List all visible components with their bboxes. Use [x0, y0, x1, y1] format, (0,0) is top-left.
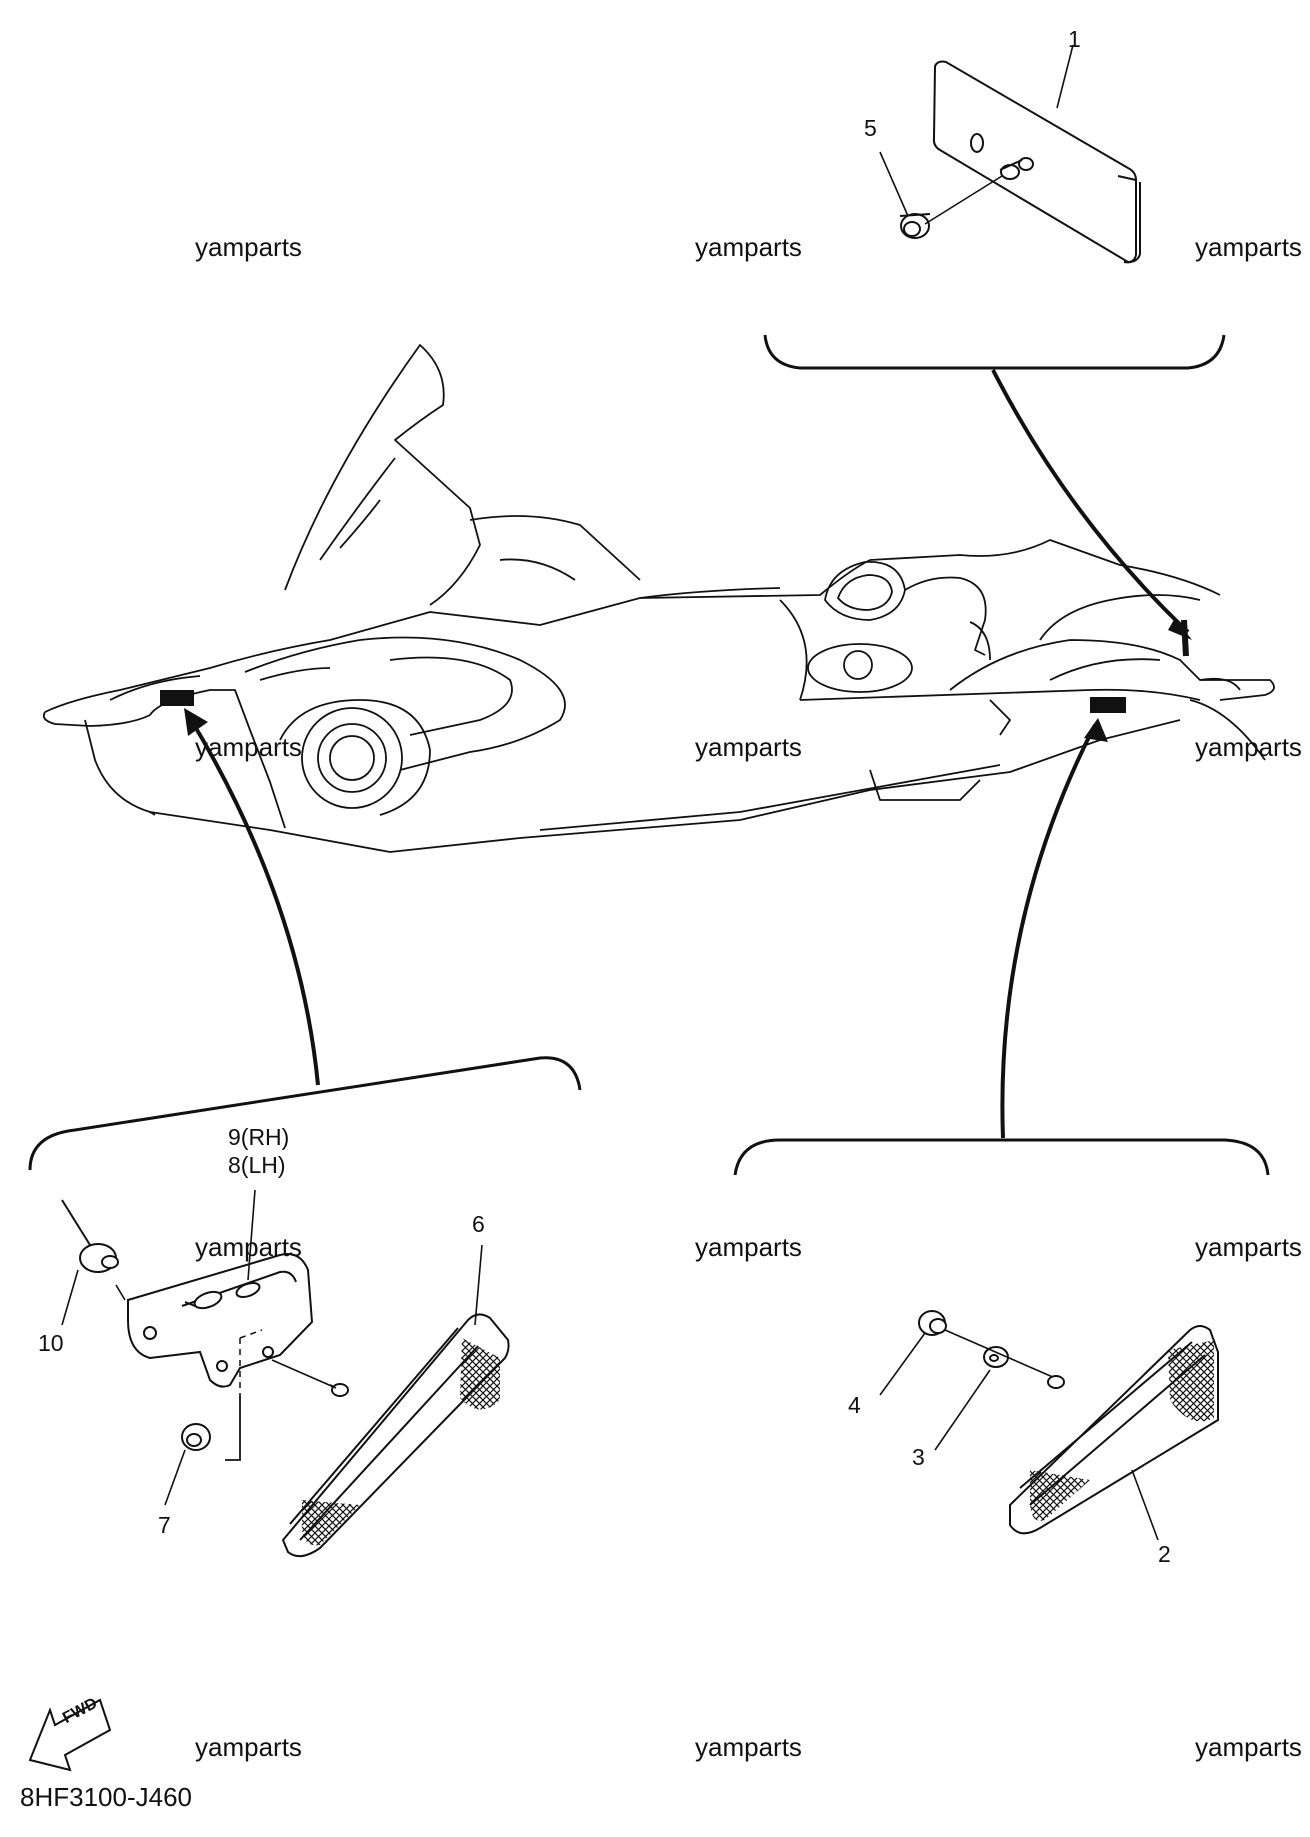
snowmobile-body	[42, 344, 1275, 853]
watermark: yamparts	[695, 1732, 802, 1762]
watermark: yamparts	[195, 1732, 302, 1762]
watermark: yamparts	[195, 1232, 302, 1262]
callout-10: 10	[38, 1330, 64, 1356]
front-reflector-mark	[160, 690, 194, 706]
top-inset-bracket	[763, 334, 1226, 370]
front-callout-arrow	[188, 716, 320, 1086]
watermark: yamparts	[695, 232, 802, 262]
rear-callout-arrow	[1000, 724, 1097, 1139]
watermark: yamparts	[695, 1232, 802, 1262]
watermark: yamparts	[195, 732, 302, 762]
washer-3	[983, 1346, 1009, 1368]
leader-lines-top	[879, 44, 1074, 225]
callout-8-lh: 8(LH)	[228, 1152, 286, 1178]
watermark: yamparts	[1195, 1732, 1302, 1762]
rear-inset-bracket	[733, 1138, 1270, 1176]
nut-5	[899, 213, 931, 239]
diagram-code: 8HF3100-J460	[20, 1782, 192, 1812]
callout-4: 4	[848, 1392, 861, 1418]
watermark: yamparts	[1195, 1232, 1302, 1262]
side-reflector-6	[271, 1313, 510, 1558]
callout-1: 1	[1068, 26, 1081, 52]
forward-direction-arrow	[28, 1698, 112, 1772]
callout-9-rh: 9(RH)	[228, 1124, 290, 1150]
leader-lines-rear	[879, 1332, 1159, 1541]
callout-5: 5	[864, 115, 877, 141]
side-reflector-2	[1009, 1325, 1219, 1535]
bracket-8-9	[127, 1253, 314, 1388]
watermark: yamparts	[695, 732, 802, 762]
leader-lines-front	[61, 1189, 483, 1506]
callout-2: 2	[1158, 1541, 1171, 1567]
reflector-plate-assembly	[932, 60, 1141, 264]
nut-7	[181, 1423, 211, 1451]
watermark: yamparts	[195, 232, 302, 262]
rear-reflector-mark	[1090, 697, 1126, 713]
nut-4	[918, 1310, 947, 1336]
front-inset-bracket	[28, 1056, 582, 1171]
callout-3: 3	[912, 1444, 925, 1470]
callout-7: 7	[158, 1512, 171, 1538]
rivet-10	[61, 1199, 119, 1273]
top-callout-arrow	[991, 369, 1190, 634]
callout-6: 6	[472, 1211, 485, 1237]
watermark: yamparts	[1195, 732, 1302, 762]
watermark: yamparts	[1195, 232, 1302, 262]
